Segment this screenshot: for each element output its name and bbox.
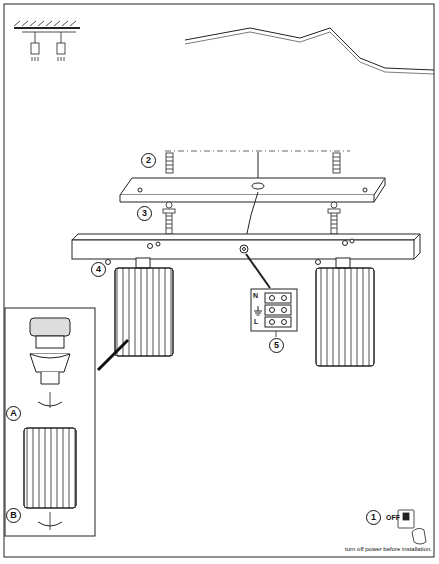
callout-number: B (6, 508, 21, 523)
terminal-label: OFF (386, 514, 400, 521)
main-bar (72, 234, 420, 265)
callout-number: 4 (91, 262, 106, 277)
callout-number: 3 (137, 206, 152, 221)
switch-icon (398, 510, 426, 544)
warning-note: turn off power before installation. (345, 546, 432, 552)
lamp-shades (115, 258, 374, 366)
terminal-label: L (254, 318, 258, 325)
callout-number: 1 (366, 510, 381, 525)
terminal-block (251, 289, 297, 331)
ceiling-icon (14, 21, 80, 61)
mounting-bracket (120, 178, 385, 202)
callout-number: A (6, 406, 21, 421)
screws (163, 202, 340, 234)
callout-number: 5 (269, 338, 284, 353)
bulb-inset (5, 308, 95, 536)
ceiling-line (185, 28, 434, 70)
wall-plugs (166, 153, 340, 173)
terminal-label: N (253, 292, 258, 299)
page-frame (4, 4, 434, 557)
callout-number: 2 (141, 153, 156, 168)
